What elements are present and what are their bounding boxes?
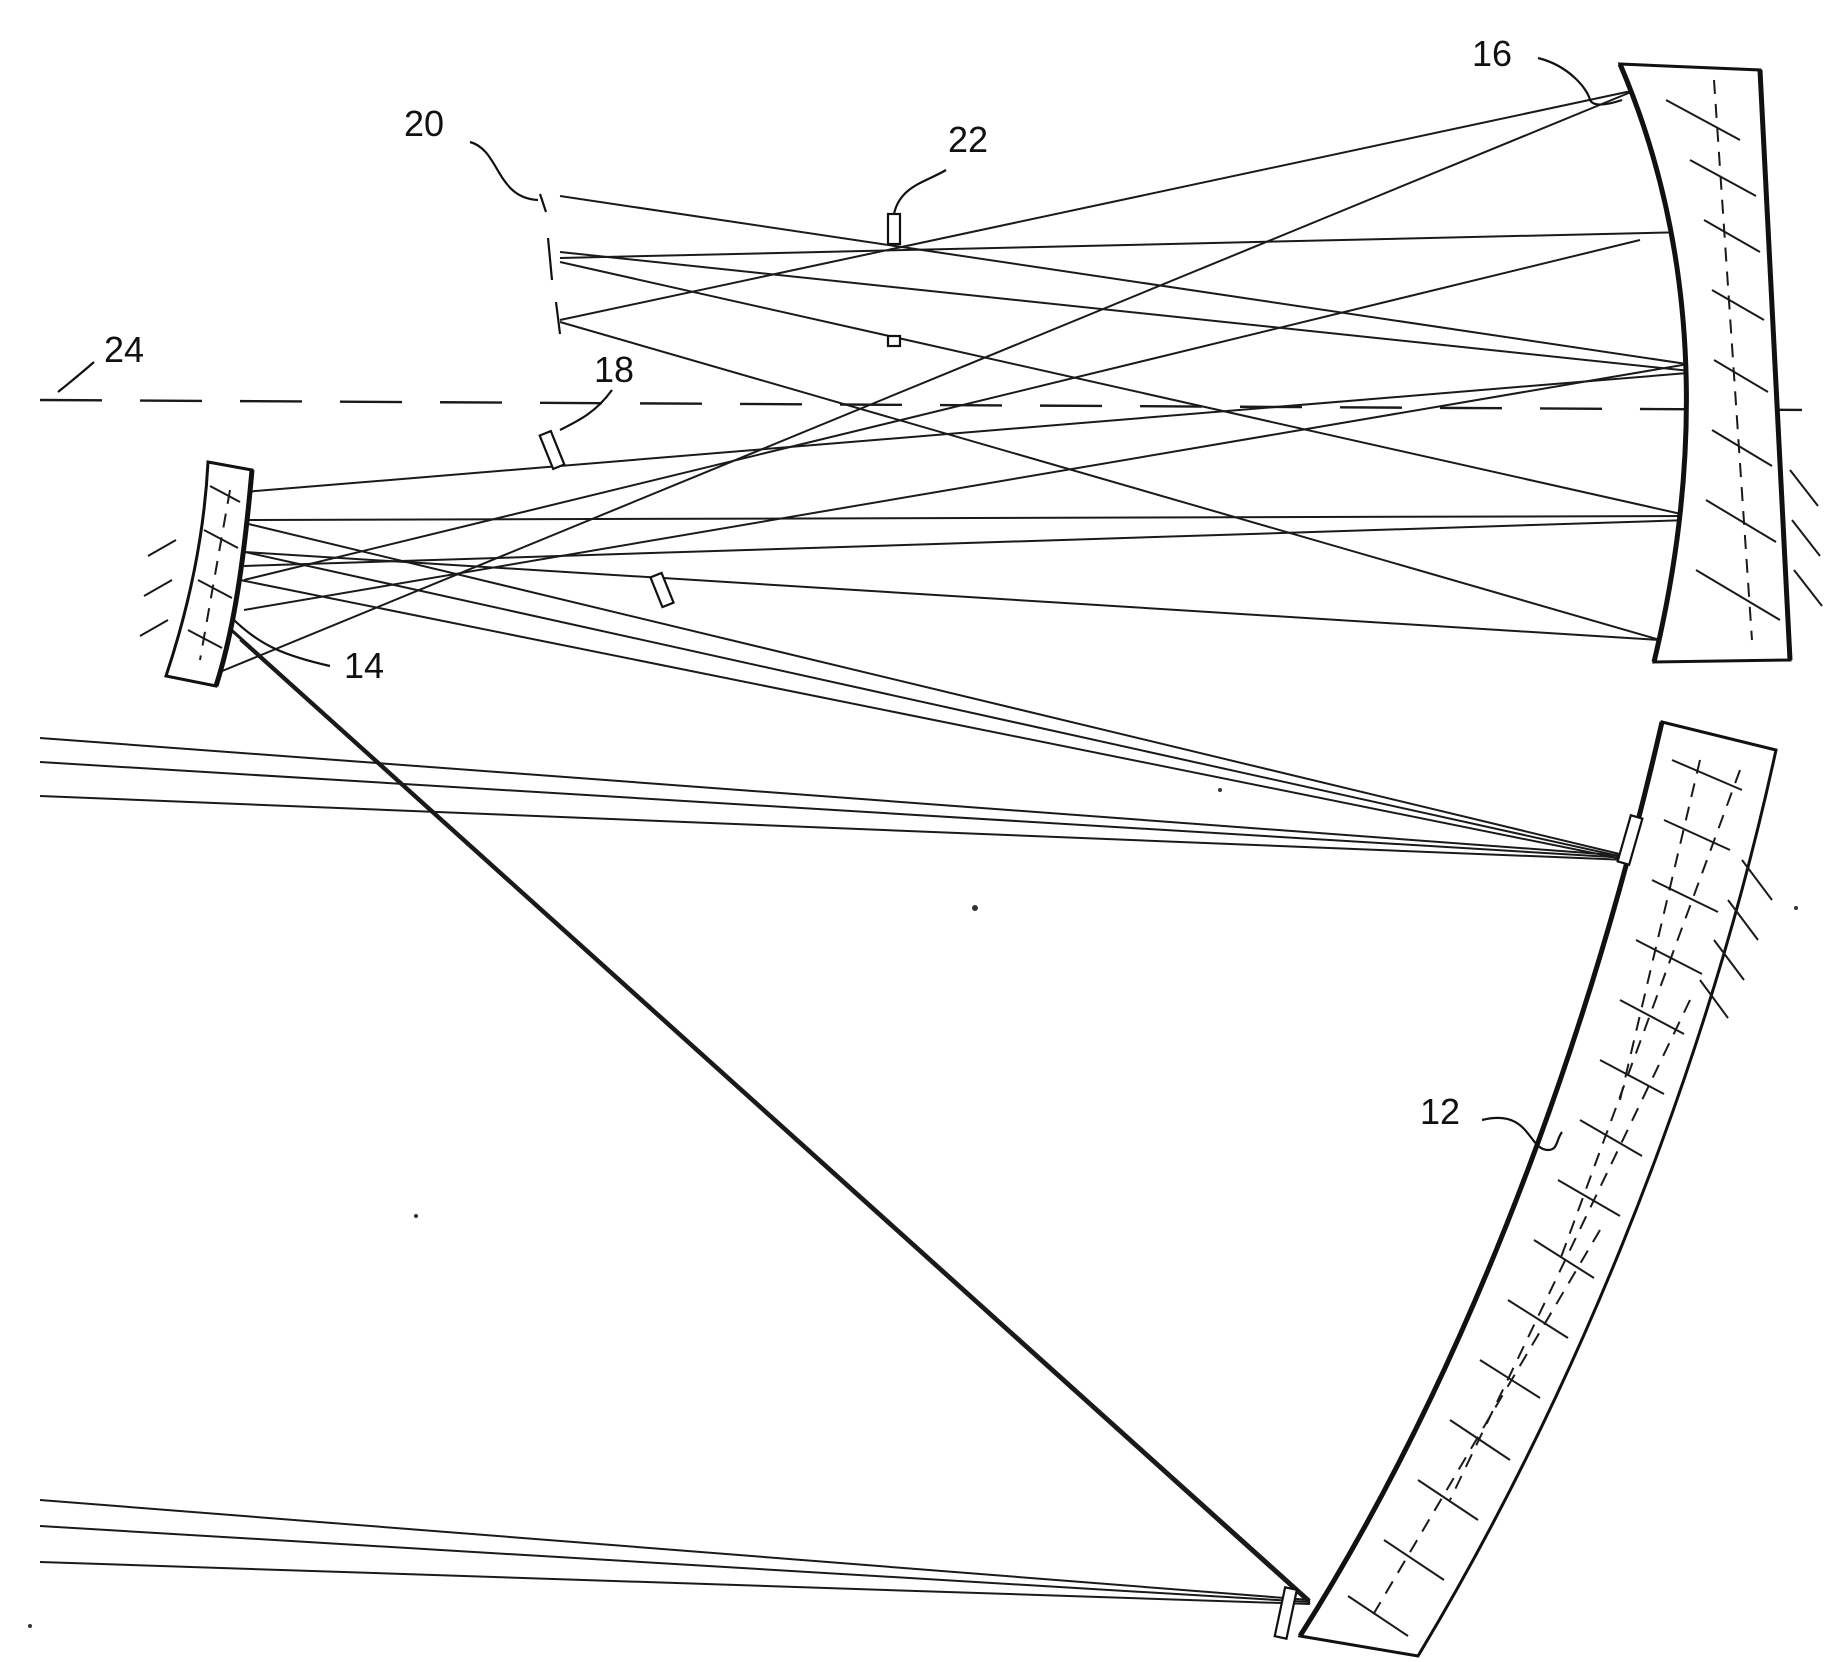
label-fold-element: 18 (594, 349, 634, 390)
stop-lower-element (886, 334, 902, 348)
primary-mirror-mount-ticks (1699, 859, 1773, 1019)
label-optical-axis: 24 (104, 329, 144, 370)
primary-mirror (1273, 720, 1778, 1658)
optical-axis-line (39, 398, 1821, 412)
leader-18 (559, 389, 613, 431)
scan-speck (1794, 906, 1798, 910)
secondary-mirror-mount-ticks (139, 539, 177, 637)
scan-speck (972, 905, 978, 911)
label-secondary-mirror: 14 (344, 645, 384, 686)
tertiary-mirror (1617, 62, 1823, 664)
label-aperture-stop: 22 (948, 119, 988, 160)
leader-24 (57, 361, 95, 393)
scan-speck (1218, 788, 1222, 792)
primary-lower-fold-element (1273, 1585, 1299, 1640)
primary-mirror-hatching (1347, 759, 1743, 1637)
aperture-stop (886, 212, 902, 348)
label-focal-plane: 20 (404, 103, 444, 144)
primary-upper-fold-element (1616, 813, 1644, 867)
lower-baffle-element (649, 571, 675, 609)
leader-14 (231, 617, 331, 668)
stop-upper-element (886, 212, 902, 246)
focal-plane (538, 193, 562, 335)
label-primary-mirror: 12 (1420, 1091, 1460, 1132)
label-tertiary-mirror: 16 (1472, 33, 1512, 74)
leader-20 (469, 140, 539, 202)
scan-speck (414, 1214, 418, 1218)
leader-22 (892, 169, 947, 215)
secondary-mirror (139, 460, 255, 688)
scan-speck (28, 1624, 32, 1628)
tertiary-mirror-mount-ticks (1789, 469, 1823, 607)
leader-16 (1537, 56, 1623, 106)
fold-element (538, 429, 566, 471)
tertiary-mirror-hatching (1665, 79, 1781, 641)
leader-12 (1481, 1116, 1563, 1152)
ray-bundles (39, 89, 1701, 1605)
